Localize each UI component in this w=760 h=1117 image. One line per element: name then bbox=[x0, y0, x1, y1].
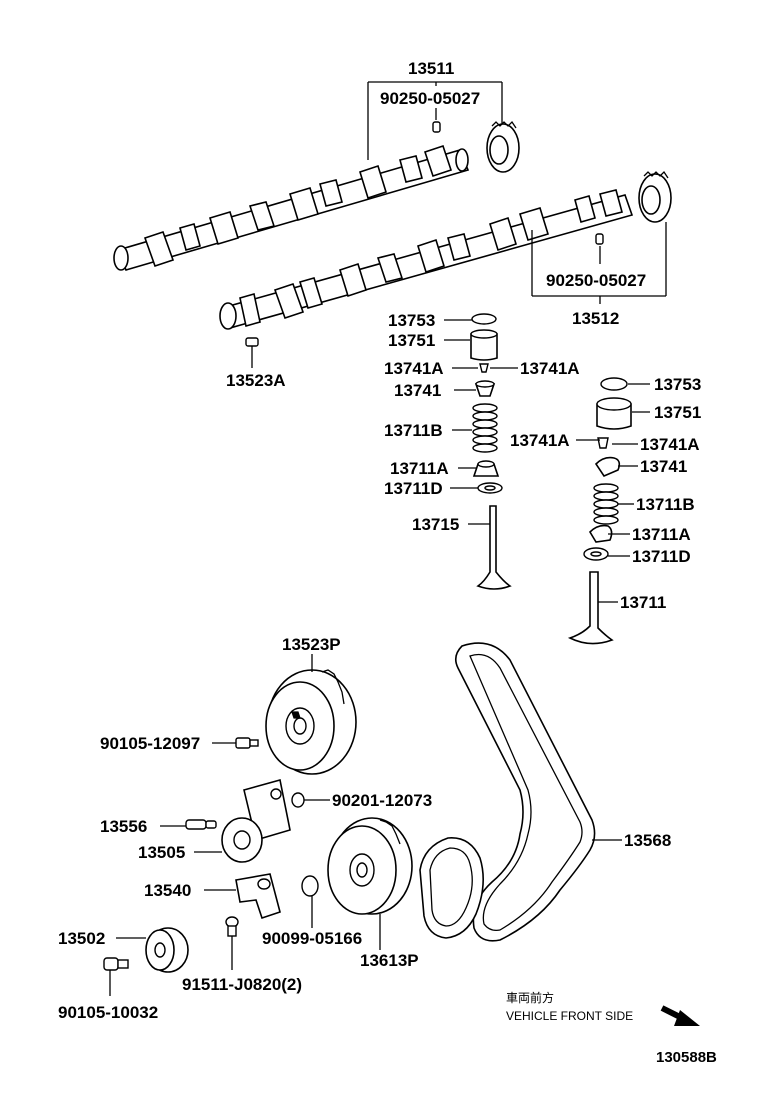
label-13741-left: 13741 bbox=[394, 381, 441, 400]
front-side-arrow-icon bbox=[660, 1005, 700, 1026]
timing-belt bbox=[419, 642, 596, 942]
label-90250-top: 90250-05027 bbox=[380, 89, 480, 108]
label-90201-12073: 90201-12073 bbox=[332, 791, 432, 810]
label-13568: 13568 bbox=[624, 831, 671, 850]
label-13523A: 13523A bbox=[226, 371, 286, 390]
label-13741A-left-b: 13741A bbox=[520, 359, 580, 378]
bolt-91511-J0820 bbox=[225, 916, 239, 937]
label-90099-05166: 90099-05166 bbox=[262, 929, 362, 948]
label-13523P: 13523P bbox=[282, 635, 341, 654]
label-13511: 13511 bbox=[408, 59, 454, 78]
label-90105-12097: 90105-12097 bbox=[100, 734, 200, 753]
label-13753-right: 13753 bbox=[654, 375, 701, 394]
leaders-left-stack bbox=[444, 319, 518, 525]
label-90105-10032: 90105-10032 bbox=[58, 1003, 158, 1022]
camshaft-13511 bbox=[113, 144, 470, 271]
washer-90099-05166 bbox=[301, 875, 319, 897]
label-91511-J0820: 91511-J0820(2) bbox=[182, 975, 302, 994]
figure-id: 130588B bbox=[656, 1049, 717, 1066]
label-13741A-left-a: 13741A bbox=[384, 359, 444, 378]
nut-90201-12073 bbox=[291, 792, 305, 808]
label-13613P: 13613P bbox=[360, 951, 419, 970]
label-13711B-right: 13711B bbox=[636, 495, 695, 514]
label-13751-left: 13751 bbox=[388, 331, 435, 350]
label-13711A-right: 13711A bbox=[632, 525, 691, 544]
leader-13512 bbox=[531, 222, 667, 304]
label-90250-bottom: 90250-05027 bbox=[546, 271, 646, 290]
label-13711D-right: 13711D bbox=[632, 547, 691, 566]
cam-sprocket-top bbox=[486, 120, 520, 173]
stud-13556 bbox=[185, 819, 217, 830]
label-13711: 13711 bbox=[620, 593, 666, 612]
label-13505: 13505 bbox=[138, 843, 185, 862]
label-13751-right: 13751 bbox=[654, 403, 701, 422]
key-pin-top bbox=[432, 121, 441, 133]
camshaft-13512 bbox=[219, 189, 634, 330]
cam-pulley-13523P bbox=[265, 669, 357, 775]
label-13512: 13512 bbox=[572, 309, 619, 328]
label-13502: 13502 bbox=[58, 929, 105, 948]
front-side-jp: 車両前方 bbox=[506, 990, 554, 1005]
cam-sprocket-bottom bbox=[638, 170, 672, 223]
idler-13502 bbox=[145, 927, 189, 973]
label-13741-right: 13741 bbox=[640, 457, 687, 476]
leader-13511 bbox=[367, 81, 503, 160]
bolt-90105-10032 bbox=[103, 957, 129, 971]
label-13741A-right-a: 13741A bbox=[510, 431, 570, 450]
bolt-90105-12097 bbox=[235, 737, 259, 749]
leaders-right-stack bbox=[576, 383, 650, 603]
label-13715: 13715 bbox=[412, 515, 459, 534]
pin-13523A bbox=[245, 337, 259, 347]
label-13556: 13556 bbox=[100, 817, 147, 836]
bracket-13540 bbox=[235, 873, 281, 920]
crank-pulley-13613P bbox=[327, 817, 413, 915]
valve-stack-left bbox=[470, 313, 512, 590]
label-13540: 13540 bbox=[144, 881, 191, 900]
label-13711B-left: 13711B bbox=[384, 421, 443, 440]
label-13741A-right-b: 13741A bbox=[640, 435, 700, 454]
key-pin-bottom bbox=[595, 233, 604, 245]
front-side-en: VEHICLE FRONT SIDE bbox=[506, 1009, 633, 1023]
tensioner-13505 bbox=[221, 778, 291, 863]
valve-stack-right bbox=[567, 377, 632, 645]
label-13711D-left: 13711D bbox=[384, 479, 443, 498]
label-13711A-left: 13711A bbox=[390, 459, 449, 478]
label-13753-left: 13753 bbox=[388, 311, 435, 330]
